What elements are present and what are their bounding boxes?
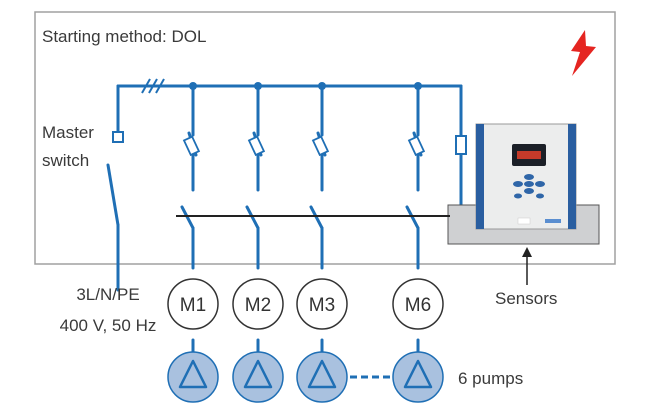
controller-keypad (513, 174, 545, 199)
system-frame (34, 11, 616, 265)
controller-fuse (455, 135, 467, 155)
master-switch-label-line2: switch (42, 151, 89, 170)
three-phase-marks (141, 78, 165, 94)
pump-controller (475, 123, 577, 230)
lightning-icon (571, 30, 596, 76)
motor-label: M3 (309, 295, 335, 316)
supply-label-line1: 3L/N/PE (76, 285, 139, 304)
pump-triangle-icon (178, 359, 208, 389)
pump-triangle-icon (243, 359, 273, 389)
motor-branch-1: M1 (167, 82, 219, 403)
master-switch-blade (106, 163, 120, 227)
motor-label: M2 (245, 295, 271, 316)
pump-1 (167, 351, 219, 403)
motor-branch-3: M3 (296, 82, 348, 403)
motor-label: M1 (180, 295, 206, 316)
diagram-title: Starting method: DOL (42, 27, 206, 46)
master-switch-contact (112, 131, 124, 143)
controller-led (517, 217, 531, 225)
pump-2 (232, 351, 284, 403)
motor-m2 (232, 278, 284, 330)
motor-branch-6: M6 (392, 82, 444, 403)
master-switch-label-line1: Master (42, 123, 94, 142)
sensors-label: Sensors (495, 289, 557, 308)
supply-label-line2: 400 V, 50 Hz (60, 316, 157, 335)
pump-triangle-icon (307, 359, 337, 389)
pump-6 (392, 351, 444, 403)
pump-triangle-icon (403, 359, 433, 389)
motor-m6 (392, 278, 444, 330)
pump-3 (296, 351, 348, 403)
controller-logo (545, 219, 561, 223)
motor-m1 (167, 278, 219, 330)
motor-m3 (296, 278, 348, 330)
pumps-label: 6 pumps (458, 369, 523, 388)
motor-branch-2: M2 (232, 82, 284, 403)
motor-label: M6 (405, 295, 431, 316)
sensors-arrow-head (522, 247, 532, 257)
